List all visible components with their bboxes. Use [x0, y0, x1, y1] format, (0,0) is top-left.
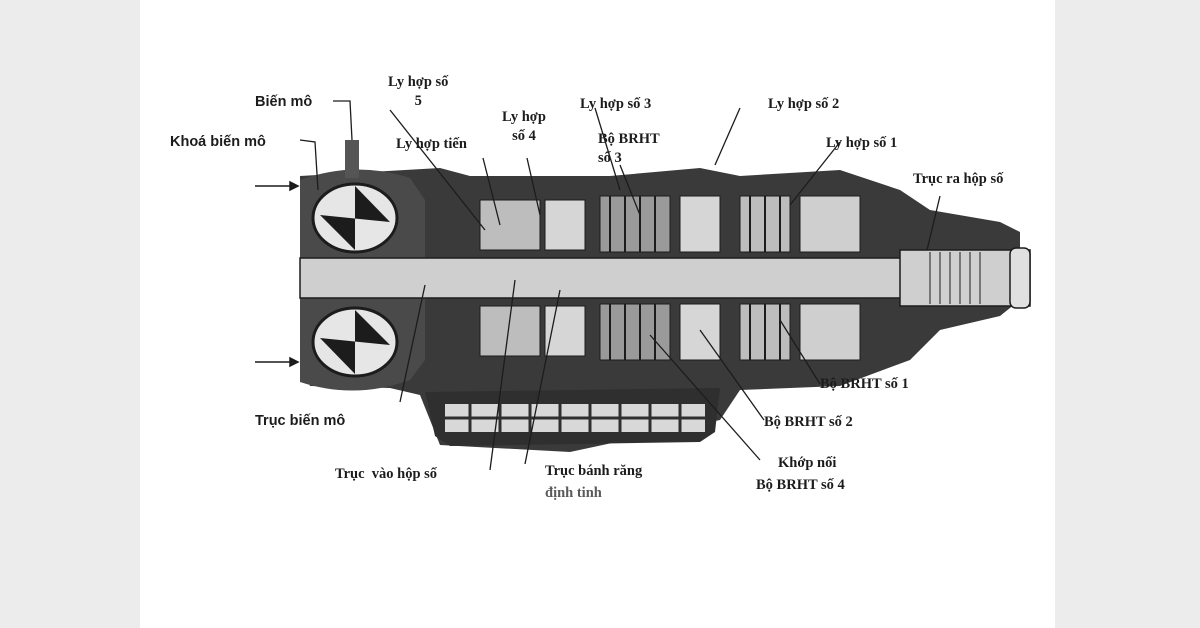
leader-lines [299, 100, 941, 471]
clutch-pack-4-lower [544, 305, 586, 357]
planetary-set-2 [679, 195, 721, 253]
transmission-cutaway-drawing [255, 100, 1031, 471]
planetary-set-2-lower [679, 303, 721, 361]
label-clutch-1: Ly hợp số 1 [826, 135, 898, 151]
label-planetary-set-2: Bộ BRHT số 2 [764, 414, 853, 430]
clutch-pack-1-lower [799, 303, 861, 361]
label-torque-converter-lockup: Khoá biến mô [170, 134, 266, 150]
label-torque-converter: Biến mô [255, 94, 313, 110]
label-output-shaft: Trục ra hộp số [913, 171, 1004, 187]
label-clutch-3: Ly hợp số 3 [580, 96, 652, 112]
label-countershaft-line1: Trục bánh răng [545, 463, 643, 479]
output-shaft [899, 249, 1031, 307]
planetary-set-3 [599, 195, 671, 253]
diagram-stage: Biến mô Khoá biến mô Ly hợp số 5 Ly hợp … [140, 0, 1055, 628]
clutch-pack-4 [544, 199, 586, 251]
planetary-set-3-lower [599, 303, 671, 361]
label-planetary-set-3: Bộ BRHT số 3 [598, 131, 660, 166]
label-countershaft-line2: định tinh [545, 485, 602, 501]
label-planetary-set-4: Bộ BRHT số 4 [756, 477, 845, 493]
clutch-pack-forward [479, 199, 541, 251]
lower-turbine-blades [320, 310, 390, 374]
label-planetary-set-1: Bộ BRHT số 1 [820, 376, 909, 392]
lockup-stub [345, 140, 359, 178]
label-clutch-2: Ly hợp số 2 [768, 96, 840, 112]
label-input-shaft: Trục vào hộp số [335, 466, 438, 482]
label-torque-converter-shaft: Trục biến mô [255, 413, 346, 429]
label-coupling: Khớp nối [778, 455, 837, 471]
output-flange [1009, 247, 1031, 309]
label-clutch-4: Ly hợp số 4 [502, 109, 546, 144]
label-clutch-5: Ly hợp số 5 [388, 74, 449, 109]
clutch-pack-1 [799, 195, 861, 253]
upper-turbine-blades [320, 186, 390, 250]
label-forward-clutch: Ly hợp tiến [396, 136, 467, 152]
